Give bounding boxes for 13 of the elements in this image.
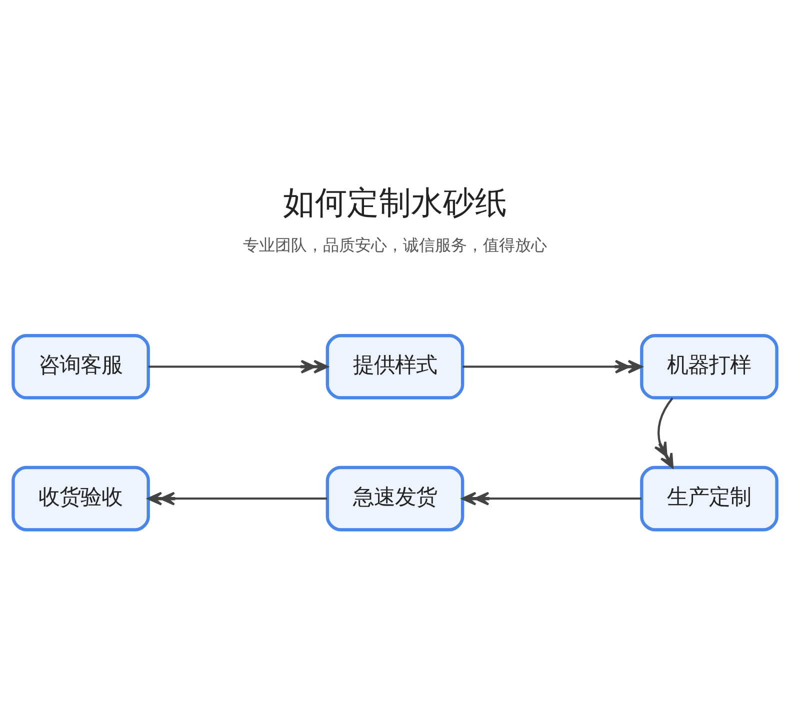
arrow [147,491,328,505]
node-box: 急速发货 [326,465,464,531]
label: 专业团队，品质安心，诚信服务，值得放心 [243,234,547,254]
arrow [462,359,643,374]
node-box: 生产定制 [640,465,778,531]
arrow [654,396,674,468]
arrow [462,491,642,505]
diagram-title: 如何定制水砂纸 [283,182,507,221]
node-box: 收货验收 [12,465,150,531]
arrow [148,359,328,374]
node-box: 咨询客服 [12,333,150,399]
node-box: 机器打样 [640,333,778,399]
node-box: 提供样式 [326,333,464,399]
